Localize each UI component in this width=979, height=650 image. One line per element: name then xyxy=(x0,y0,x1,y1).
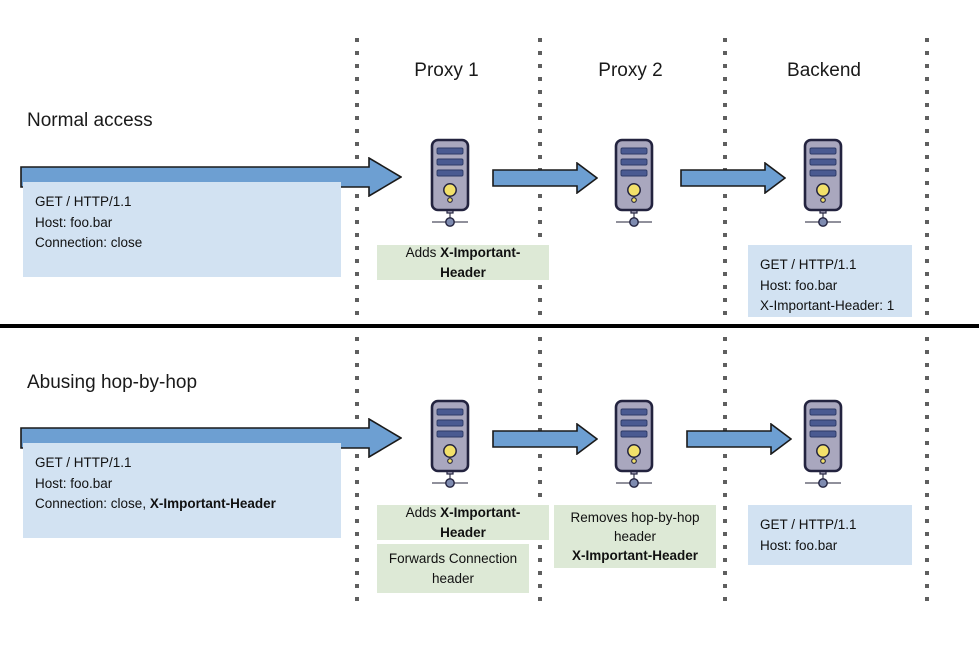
request-box-client-top: GET / HTTP/1.1 Host: foo.bar Connection:… xyxy=(23,182,341,277)
request-box-client-bottom: GET / HTTP/1.1 Host: foo.bar Connection:… xyxy=(23,443,341,538)
request-line: Host: foo.bar xyxy=(35,214,113,230)
request-line: Connection: close xyxy=(35,235,143,251)
request-line: X-Important-Header: 1 xyxy=(760,298,895,314)
note-box-proxy2-removes-bottom: Removes hop-by-hop header X-Important-He… xyxy=(554,505,716,568)
request-line: GET / HTTP/1.1 xyxy=(760,257,857,272)
right-arrow-icon-proxy2-to-backend-bottom xyxy=(686,423,792,455)
note-box-proxy1-adds-bottom: Adds X-Important-Header xyxy=(377,505,549,540)
server-tower-icon-proxy2-top xyxy=(614,138,654,227)
column-header-backend: Backend xyxy=(787,60,861,81)
request-box-backend-bottom: GET / HTTP/1.1 Host: foo.bar xyxy=(748,505,912,565)
note-box-proxy1-top: Adds X-Important-Header xyxy=(377,245,549,280)
request-line: GET / HTTP/1.1 xyxy=(35,194,132,209)
server-tower-icon-backend-bottom xyxy=(803,399,843,488)
request-line: GET / HTTP/1.1 xyxy=(35,455,132,470)
right-arrow-icon-proxy1-to-proxy2-top xyxy=(492,162,598,194)
note-box-proxy1-forwards-bottom: Forwards Connection header xyxy=(377,544,529,593)
note-bold: X-Important-Header xyxy=(440,505,521,540)
server-tower-icon-backend-top xyxy=(803,138,843,227)
note-text: Adds X-Important-Header xyxy=(389,243,537,281)
server-tower-icon-proxy1-bottom xyxy=(430,399,470,488)
server-tower-icon-proxy2-bottom xyxy=(614,399,654,488)
request-line-bold: X-Important-Header xyxy=(149,496,276,512)
request-line: Host: foo.bar xyxy=(760,537,838,553)
note-line: header xyxy=(613,528,657,544)
request-box-backend-top: GET / HTTP/1.1 Host: foo.bar X-Important… xyxy=(748,245,912,317)
request-line: Host: foo.bar xyxy=(35,475,113,491)
right-arrow-icon-proxy1-to-proxy2-bottom xyxy=(492,423,598,455)
column-header-proxy-1: Proxy 1 xyxy=(414,60,479,81)
section-divider xyxy=(0,324,979,328)
note-text: Removes hop-by-hop header X-Important-He… xyxy=(570,508,699,565)
section-title-normal-access: Normal access xyxy=(27,110,153,131)
request-line: Host: foo.bar xyxy=(760,277,838,293)
note-text: Adds X-Important-Header xyxy=(389,503,537,541)
request-line-prefix: Connection: close, xyxy=(35,496,150,512)
right-arrow-icon-proxy2-to-backend-top xyxy=(680,162,786,194)
request-line: Connection: close, X-Important-Header xyxy=(35,494,329,515)
section-title-abusing-hop-by-hop: Abusing hop-by-hop xyxy=(27,372,198,393)
column-header-proxy-2: Proxy 2 xyxy=(598,60,663,81)
request-line: GET / HTTP/1.1 xyxy=(760,517,857,532)
note-prefix: Adds xyxy=(405,505,441,521)
note-bold: X-Important-Header xyxy=(440,245,521,280)
note-line: Removes hop-by-hop xyxy=(570,509,700,525)
note-line: header xyxy=(431,570,475,586)
note-line-bold: X-Important-Header xyxy=(571,548,698,564)
note-line: Forwards Connection xyxy=(388,551,518,567)
server-tower-icon-proxy1-top xyxy=(430,138,470,227)
note-prefix: Adds xyxy=(405,245,441,261)
note-text: Forwards Connection header xyxy=(389,549,517,587)
